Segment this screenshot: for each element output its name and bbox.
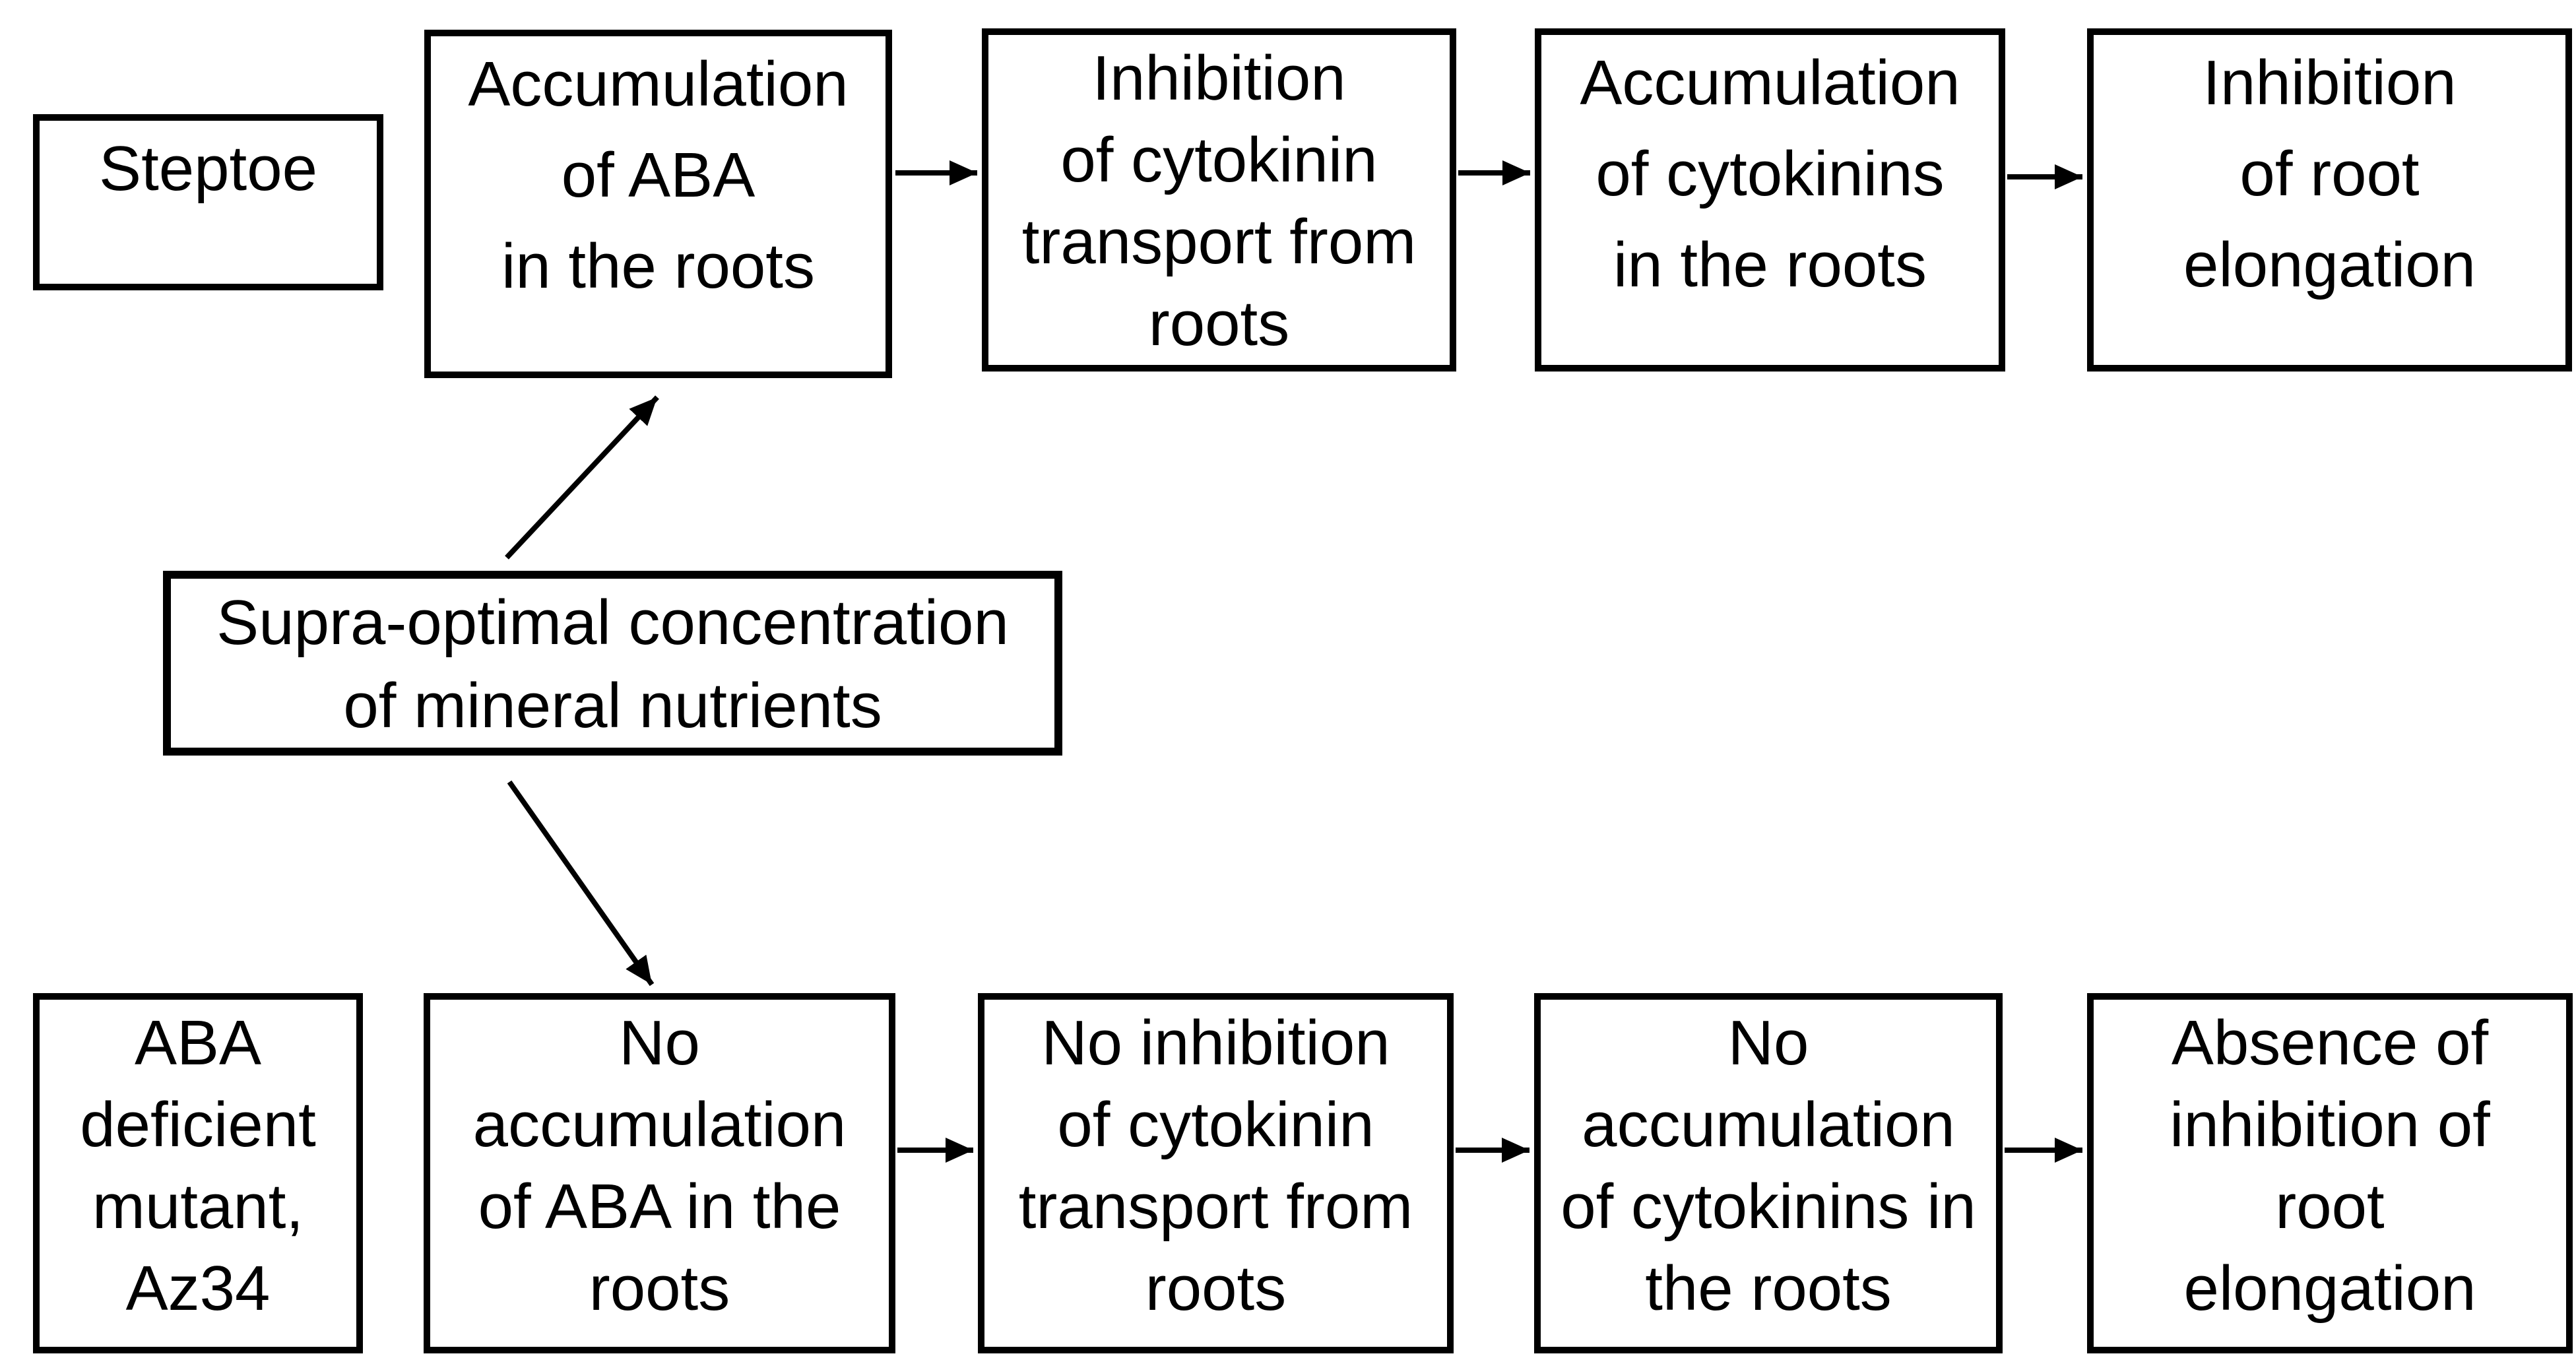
box-aba-deficient-mutant: ABA deficient mutant, Az34: [33, 993, 363, 1353]
box-aba-deficient-mutant-label: ABA deficient mutant, Az34: [80, 1008, 316, 1324]
box-no-cytokinin-accumulation: No accumulation of cytokinins in the roo…: [1534, 993, 2003, 1353]
box-cytokinin-inhibition-label: Inhibition of cytokinin transport from r…: [1021, 43, 1417, 359]
arrow-supra_optimal-to-no_aba_accumulation: [507, 780, 655, 987]
box-cytokinin-accumulation-label: Accumulation of cytokinins in the roots: [1580, 48, 1960, 300]
box-cytokinin-accumulation: Accumulation of cytokinins in the roots: [1535, 28, 2005, 372]
box-supra-optimal: Supra-optimal concentration of mineral n…: [163, 571, 1062, 756]
box-no-cytokinin-accumulation-label: No accumulation of cytokinins in the roo…: [1561, 1008, 1976, 1324]
box-no-aba-accumulation-label: No accumulation of ABA in the roots: [472, 1008, 847, 1324]
box-steptoe-label: Steptoe: [99, 133, 317, 204]
box-steptoe: Steptoe: [33, 114, 383, 290]
box-cytokinin-inhibition: Inhibition of cytokinin transport from r…: [982, 28, 1456, 372]
box-no-aba-accumulation: No accumulation of ABA in the roots: [424, 993, 895, 1353]
box-aba-accumulation-label: Accumulation of ABA in the roots: [468, 49, 849, 302]
box-root-inhibition-label: Inhibition of root elongation: [2183, 48, 2476, 300]
box-root-inhibition: Inhibition of root elongation: [2087, 28, 2572, 372]
box-supra-optimal-label: Supra-optimal concentration of mineral n…: [216, 587, 1009, 741]
box-absence-of-inhibition: Absence of inhibition of root elongation: [2087, 993, 2573, 1353]
arrow-supra_optimal-to-aba_accumulation: [505, 395, 659, 560]
box-aba-accumulation: Accumulation of ABA in the roots: [424, 30, 892, 378]
box-no-cytokinin-inhibition: No inhibition of cytokinin transport fro…: [978, 993, 1454, 1353]
box-absence-of-inhibition-label: Absence of inhibition of root elongation: [2170, 1008, 2490, 1324]
box-no-cytokinin-inhibition-label: No inhibition of cytokinin transport fro…: [1018, 1008, 1413, 1324]
